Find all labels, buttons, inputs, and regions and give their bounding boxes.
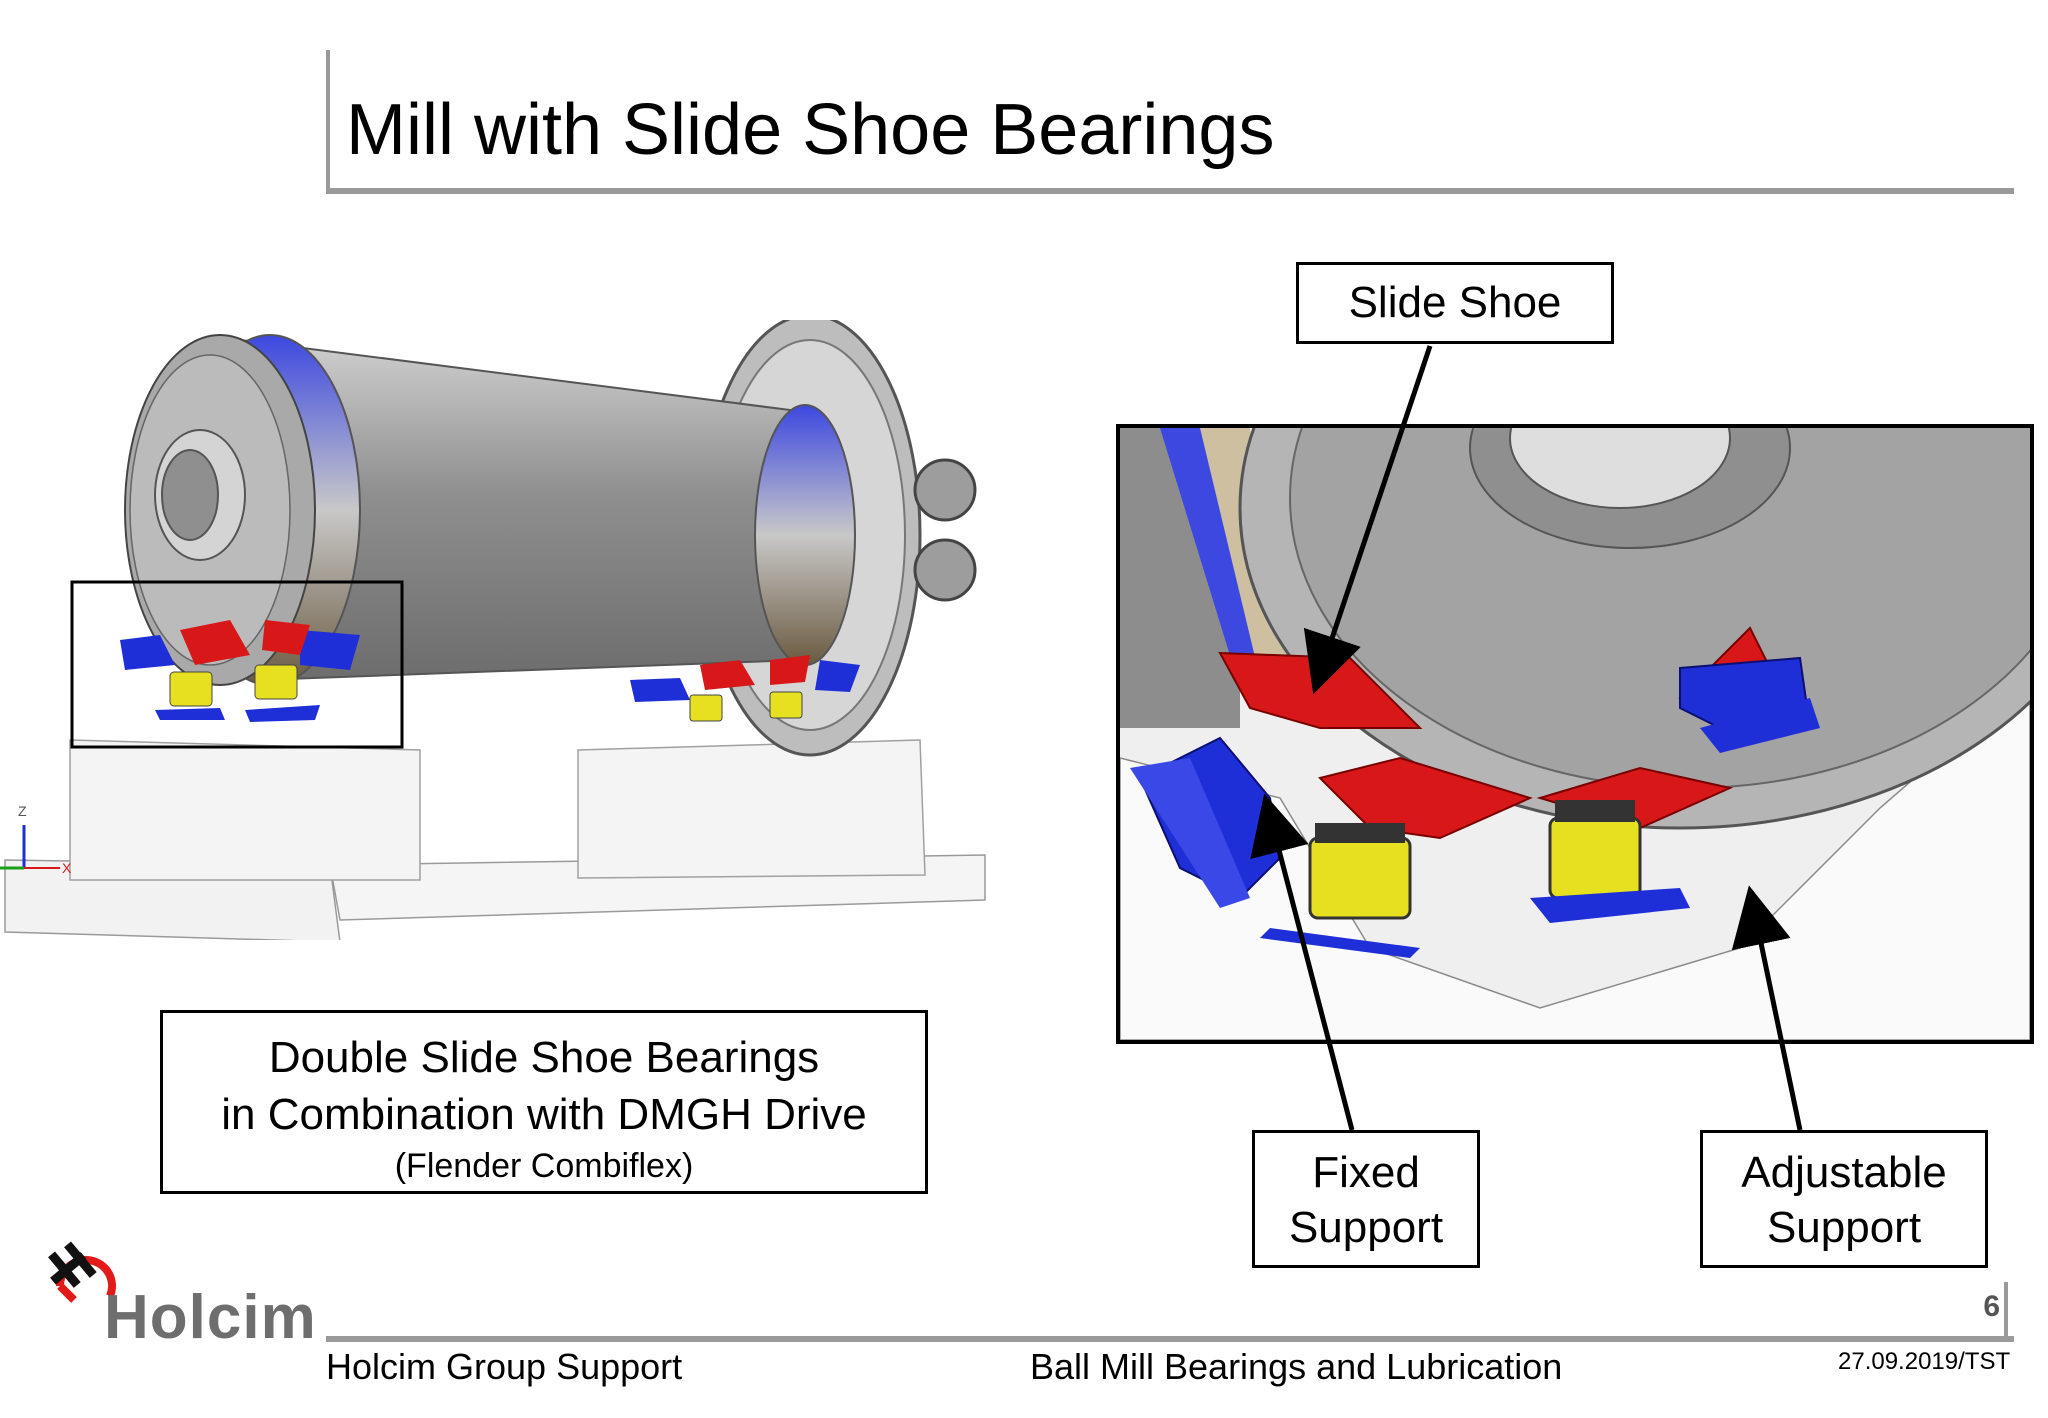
adjustable-support-line2: Support bbox=[1766, 1203, 1922, 1252]
fixed-support-line2: Support bbox=[1288, 1203, 1444, 1252]
axis-z-label: Z bbox=[18, 803, 27, 819]
title-vertical-rule bbox=[326, 50, 330, 192]
bearing-detail-drawing bbox=[1120, 428, 2030, 1040]
caption-line1: Double Slide Shoe Bearings bbox=[268, 1033, 820, 1082]
axis-x-label: X bbox=[62, 860, 72, 876]
footer-organization: Holcim Group Support bbox=[326, 1346, 683, 1387]
bearing-detail-view bbox=[1116, 424, 2034, 1044]
slide-title: Mill with Slide Shoe Bearings bbox=[346, 90, 1275, 170]
footer-date: 27.09.2019/TST bbox=[1838, 1348, 2011, 1375]
page-number: 6 bbox=[1983, 1290, 2000, 1323]
title-underline bbox=[326, 188, 2014, 194]
holcim-logo-text: Holcim bbox=[104, 1283, 317, 1352]
footer-topic: Ball Mill Bearings and Lubrication bbox=[1030, 1346, 1563, 1387]
page-number-rule bbox=[2004, 1282, 2008, 1338]
adjustable-support-callout: Adjustable Support bbox=[1700, 1130, 1988, 1268]
slide-shoe-callout: Slide Shoe bbox=[1296, 262, 1614, 344]
adjustable-support-line1: Adjustable bbox=[1741, 1148, 1947, 1197]
footer-rule bbox=[326, 1336, 2014, 1342]
fixed-support-line1: Fixed bbox=[1312, 1148, 1420, 1197]
caption-line3: (Flender Combiflex) bbox=[394, 1147, 694, 1185]
drawing-caption: Double Slide Shoe Bearings in Combinatio… bbox=[160, 1010, 928, 1194]
mill-3d-drawing: Z X bbox=[0, 320, 986, 940]
fixed-support-callout: Fixed Support bbox=[1252, 1130, 1480, 1268]
caption-line2: in Combination with DMGH Drive bbox=[221, 1090, 867, 1139]
holcim-logo-icon bbox=[48, 1241, 116, 1303]
